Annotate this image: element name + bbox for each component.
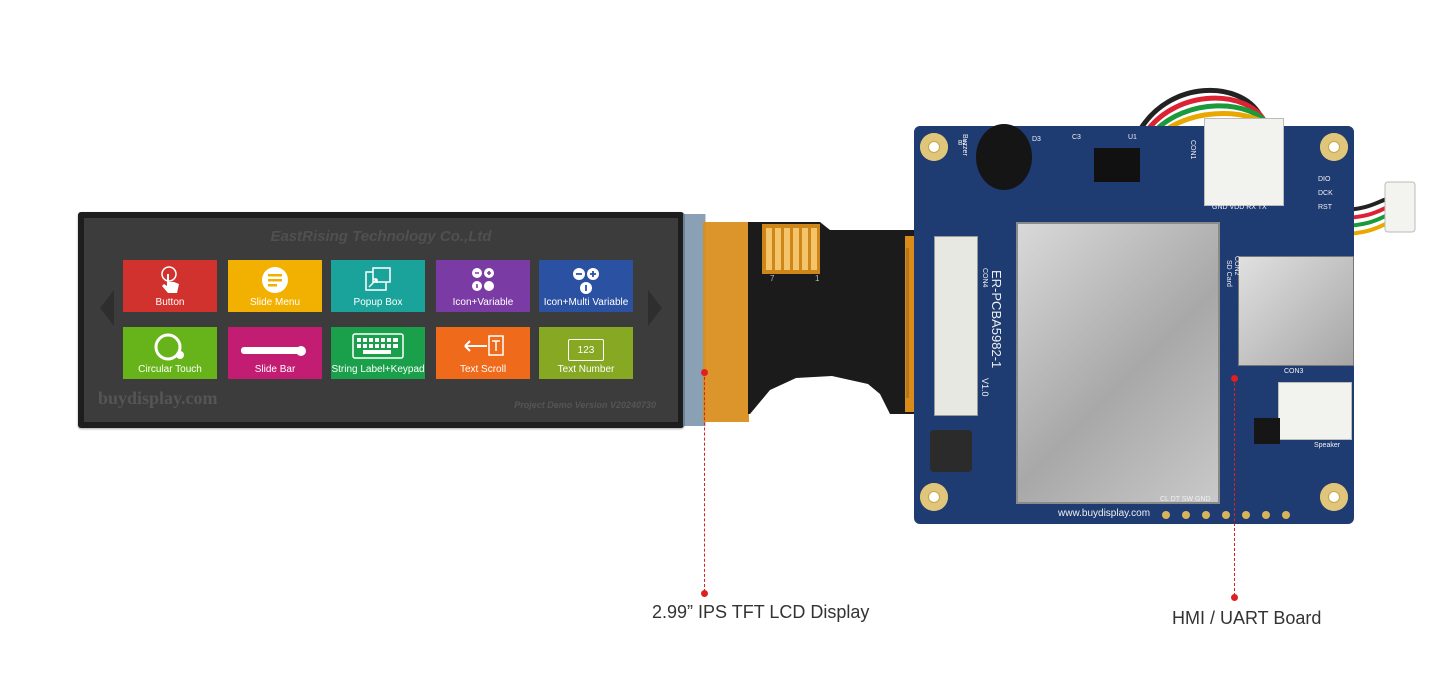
lcd-company-title: EastRising Technology Co.,Ltd <box>270 228 492 245</box>
circular-touch-icon <box>154 333 184 361</box>
sd-card-slot <box>1238 256 1354 366</box>
label-con1: CON1 <box>1189 140 1196 160</box>
tile-slide-bar[interactable]: Slide Bar <box>228 327 322 379</box>
tile-string-label-keypad-label: String Label+Keypad <box>331 364 425 375</box>
label-rst: RST <box>1318 204 1332 211</box>
label-bottom-pins: CL DT SW GND <box>1160 496 1211 503</box>
inductor <box>930 430 972 472</box>
tile-slide-menu[interactable]: Slide Menu <box>228 260 322 312</box>
ic-u4 <box>1254 418 1280 444</box>
edge-pin-pads <box>1162 511 1290 519</box>
board-caption: HMI / UART Board <box>1172 608 1322 628</box>
speaker-connector <box>1278 382 1352 440</box>
prev-page-arrow-icon[interactable] <box>100 290 114 326</box>
label-sd-card: SD Card <box>1225 260 1232 287</box>
board-website-text: www.buydisplay.com <box>1058 508 1151 519</box>
tile-icon-variable[interactable]: Icon+Variable <box>436 260 530 312</box>
keyboard-icon <box>352 333 404 359</box>
con1-connector <box>1204 118 1284 206</box>
hand-pointer-icon <box>161 266 179 293</box>
tile-text-scroll-label: Text Scroll <box>459 364 507 375</box>
label-c3: C3 <box>1072 134 1081 141</box>
label-u1: U1 <box>1128 134 1137 141</box>
board-callout-line <box>1234 378 1235 596</box>
next-page-arrow-icon[interactable] <box>648 290 662 326</box>
tile-slide-menu-label: Slide Menu <box>249 297 301 308</box>
board-callout-dot-bottom <box>1231 594 1238 601</box>
menu-list-icon <box>262 267 288 293</box>
label-dio: DIO <box>1318 176 1331 183</box>
number-box-icon: 123 <box>568 339 604 361</box>
mount-hole-top-right <box>1320 133 1348 161</box>
icon-variable-icon <box>472 268 494 291</box>
text-scroll-icon <box>464 335 504 356</box>
board-version-text: V1.0 <box>980 378 990 397</box>
mount-hole-bottom-left <box>920 483 948 511</box>
lcd-fpc-tail <box>703 222 749 422</box>
lcd-version-text: Project Demo Version V20240730 <box>514 400 656 410</box>
label-dck: DCK <box>1318 190 1333 197</box>
label-con3: CON3 <box>1284 368 1304 375</box>
tile-circular-touch-label: Circular Touch <box>138 364 202 375</box>
rf-shield-can <box>1016 222 1220 504</box>
icon-multi-variable-icon <box>573 268 599 294</box>
tile-icon-multi-variable-label: Icon+Multi Variable <box>543 297 629 308</box>
popup-window-icon <box>365 267 391 291</box>
tile-circular-touch[interactable]: Circular Touch <box>123 327 217 379</box>
tile-button-label: Button <box>155 297 185 308</box>
regulator-chip <box>1094 148 1140 182</box>
label-gnd-vdd-rx-tx: GND VDD RX TX <box>1212 204 1267 211</box>
tile-icon-multi-variable[interactable]: Icon+Multi Variable <box>539 260 633 312</box>
tile-popup-box-label: Popup Box <box>353 297 403 308</box>
tile-icon-variable-label: Icon+Variable <box>452 297 514 308</box>
fpc-pin-label-7: 7 <box>770 274 775 283</box>
tile-string-label-keypad[interactable]: String Label+Keypad <box>331 327 425 379</box>
tile-slide-bar-label: Slide Bar <box>254 364 296 375</box>
mount-hole-top-left <box>920 133 948 161</box>
board-callout-dot-top <box>1231 375 1238 382</box>
lcd-screen <box>84 218 678 422</box>
tile-popup-box[interactable]: Popup Box <box>331 260 425 312</box>
buzzer <box>976 124 1032 190</box>
lcd-brand-text: buydisplay.com <box>98 388 218 408</box>
label-speaker: Speaker <box>1314 442 1341 449</box>
slider-icon <box>241 346 306 356</box>
display-caption: 2.99” IPS TFT LCD Display <box>652 602 870 622</box>
label-b2: B2 <box>958 140 967 147</box>
tile-text-scroll[interactable]: Text Scroll <box>436 327 530 379</box>
label-con4: CON4 <box>981 268 988 288</box>
flex-cable <box>748 222 920 414</box>
number-box-text: 123 <box>577 344 595 356</box>
label-d3: D3 <box>1032 136 1041 143</box>
tile-button[interactable]: Button <box>123 260 217 312</box>
tile-text-number-label: Text Number <box>557 364 615 375</box>
tile-text-number[interactable]: 123 Text Number <box>539 327 633 379</box>
fpc-pin-label-1: 1 <box>815 274 820 283</box>
fpc-connector <box>934 236 978 416</box>
display-callout-dot-bottom <box>701 590 708 597</box>
mount-hole-bottom-right <box>1320 483 1348 511</box>
board-model-text: ER-PCBA5982-1 <box>989 270 1004 369</box>
display-callout-line <box>704 372 705 592</box>
label-con2: CON2 <box>1233 256 1240 276</box>
display-callout-dot-top <box>701 369 708 376</box>
